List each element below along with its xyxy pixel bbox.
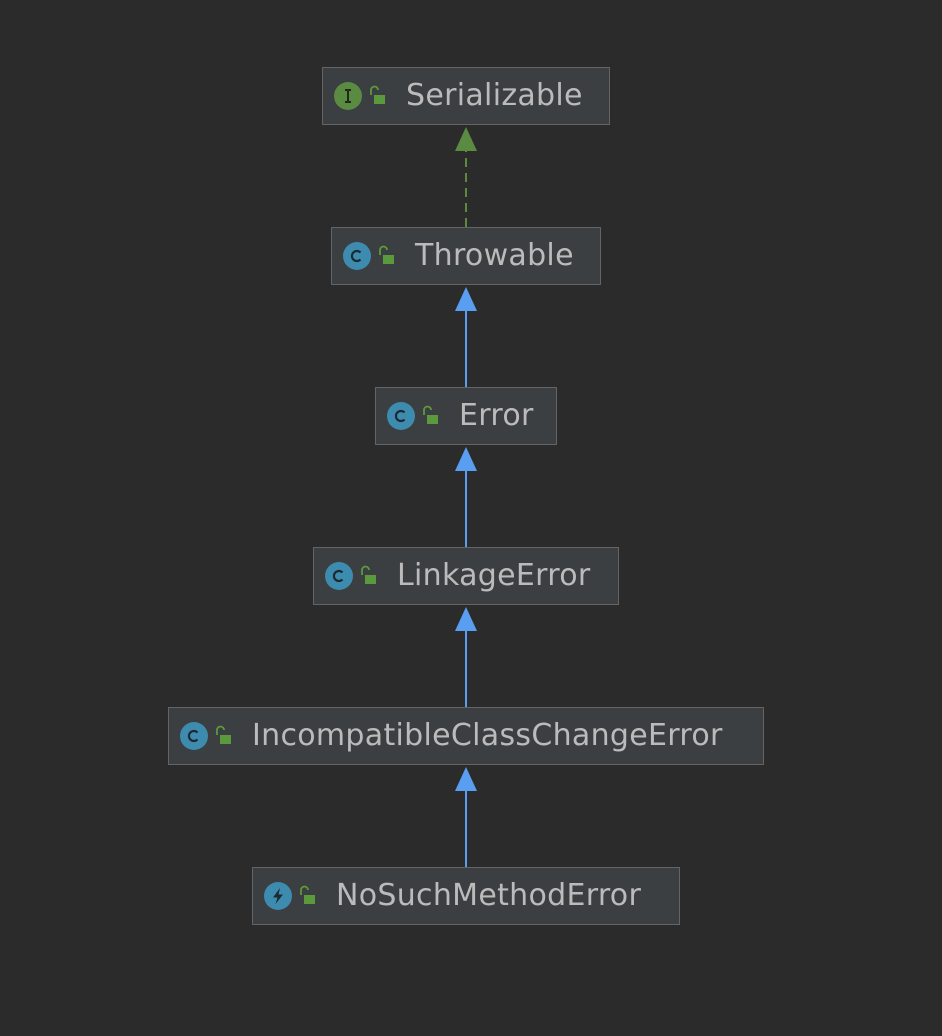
node-label: Throwable [415, 238, 574, 273]
node-label: Error [459, 398, 534, 433]
edge-nosuchmethoderror-extends-incompatibleclasschangeerror [455, 767, 477, 867]
public-unlock-icon [368, 85, 388, 107]
public-unlock-icon [421, 405, 441, 427]
public-unlock-icon [298, 885, 318, 907]
node-linkageerror[interactable]: LinkageError [313, 547, 619, 605]
node-error[interactable]: Error [375, 387, 557, 445]
interface-icon [334, 82, 362, 110]
public-unlock-icon [377, 245, 397, 267]
edge-linkageerror-extends-error [455, 447, 477, 547]
node-label: NoSuchMethodError [336, 878, 642, 913]
public-unlock-icon [359, 565, 379, 587]
exception-class-icon [264, 882, 292, 910]
class-icon [325, 562, 353, 590]
node-throwable[interactable]: Throwable [331, 227, 601, 285]
node-label: Serializable [406, 78, 583, 113]
node-nosuchmethoderror[interactable]: NoSuchMethodError [252, 867, 680, 925]
node-label: IncompatibleClassChangeError [252, 718, 723, 753]
node-label: LinkageError [397, 558, 591, 593]
node-serializable[interactable]: Serializable [322, 67, 610, 125]
class-icon [387, 402, 415, 430]
public-unlock-icon [214, 725, 234, 747]
class-icon [343, 242, 371, 270]
edge-incompatibleclasschangeerror-extends-linkageerror [455, 607, 477, 707]
node-incompatibleclasschangeerror[interactable]: IncompatibleClassChangeError [168, 707, 764, 765]
edge-error-extends-throwable [455, 287, 477, 387]
class-icon [180, 722, 208, 750]
edge-throwable-implements-serializable [455, 127, 477, 227]
